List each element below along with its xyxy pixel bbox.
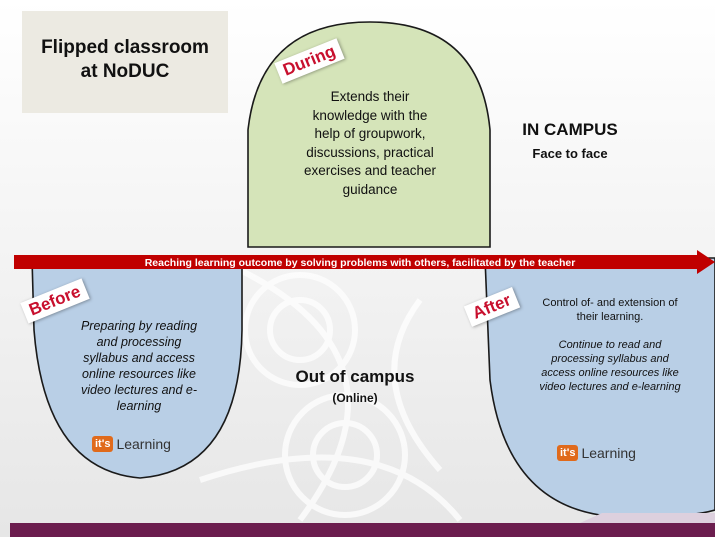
arrow-shaft bbox=[14, 255, 698, 269]
footer-accent bbox=[580, 513, 715, 523]
before-line-4: online resources like bbox=[82, 367, 196, 381]
its-learning-logo-word: Learning bbox=[116, 436, 171, 452]
during-line-6: guidance bbox=[342, 181, 398, 197]
in-campus-subtitle: Face to face bbox=[532, 146, 608, 161]
footer-bar bbox=[10, 523, 715, 537]
during-line-4: discussions, practical bbox=[306, 144, 434, 160]
after-line-1: Control of- and extension of bbox=[542, 297, 678, 309]
during-line-5: exercises and teacher bbox=[303, 163, 437, 178]
its-learning-logo-before: it's Learning bbox=[92, 434, 171, 454]
title-line-2: at NoDUC bbox=[80, 61, 170, 82]
after-description-detail: Continue to read and processing syllabus… bbox=[520, 338, 700, 394]
before-description: Preparing by reading and processing syll… bbox=[60, 318, 218, 414]
before-line-6: learning bbox=[116, 399, 162, 413]
title-box bbox=[22, 11, 228, 113]
its-learning-logo-after: it's Learning bbox=[557, 443, 636, 463]
after-line-4: processing syllabus and bbox=[551, 353, 669, 365]
title-line-1: Flipped classroom bbox=[41, 37, 209, 58]
its-learning-logo-icon: it's bbox=[92, 436, 114, 452]
its-learning-logo-word: Learning bbox=[581, 445, 636, 461]
after-description-main: Control of- and extension of their learn… bbox=[520, 296, 700, 324]
before-line-3: syllabus and access bbox=[83, 351, 195, 365]
arrow-head bbox=[697, 250, 715, 274]
after-line-3: Continue to read and bbox=[558, 339, 662, 351]
before-line-2: and processing bbox=[96, 335, 182, 349]
out-of-campus-subtitle: (Online) bbox=[332, 391, 378, 405]
during-line-2: knowledge with the bbox=[312, 107, 428, 123]
during-description: Extends their knowledge with the help of… bbox=[270, 88, 470, 199]
after-line-2: their learning. bbox=[576, 311, 644, 323]
its-learning-logo-icon: it's bbox=[557, 445, 579, 461]
before-line-5: video lectures and e- bbox=[80, 383, 198, 397]
after-line-6: video lectures and e-learning bbox=[539, 381, 681, 393]
after-line-5: access online resources like bbox=[541, 367, 679, 379]
during-lobe bbox=[247, 21, 491, 248]
before-lobe bbox=[31, 257, 243, 479]
before-line-1: Preparing by reading bbox=[80, 319, 198, 333]
during-line-1: Extends their bbox=[330, 89, 410, 104]
during-line-3: help of groupwork, bbox=[314, 126, 426, 141]
arrow-label: Reaching learning outcome by solving pro… bbox=[144, 257, 576, 269]
out-of-campus-title: Out of campus bbox=[295, 367, 415, 386]
in-campus-title: IN CAMPUS bbox=[522, 120, 618, 139]
decorative-pattern bbox=[199, 267, 463, 522]
page-title: Flipped classroom at NoDUC bbox=[22, 36, 228, 84]
